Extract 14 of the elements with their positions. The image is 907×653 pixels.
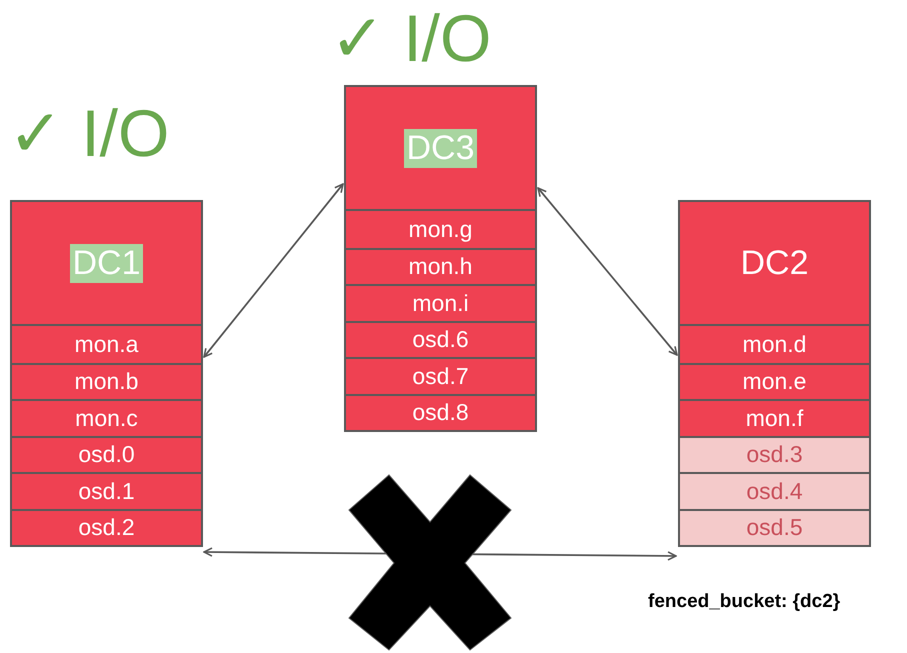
fenced-daemon-row: osd.3 [680,436,869,472]
datacenter-name: DC1 [70,244,143,282]
fenced-daemon-row: osd.4 [680,472,869,508]
datacenter-stack [10,200,203,547]
status-label: ✓ I/O [8,95,170,172]
datacenter-stack [678,200,871,547]
status-label: ✓ I/O [330,0,492,77]
datacenter-stack [344,85,537,432]
datacenter-name: DC3 [404,128,477,168]
datacenter-name: DC2 [739,244,810,282]
arrow [537,187,678,356]
arrow [203,183,344,358]
fenced-daemon-row: osd.5 [680,508,869,545]
note-text: fenced_bucket: {dc2} [648,591,840,613]
